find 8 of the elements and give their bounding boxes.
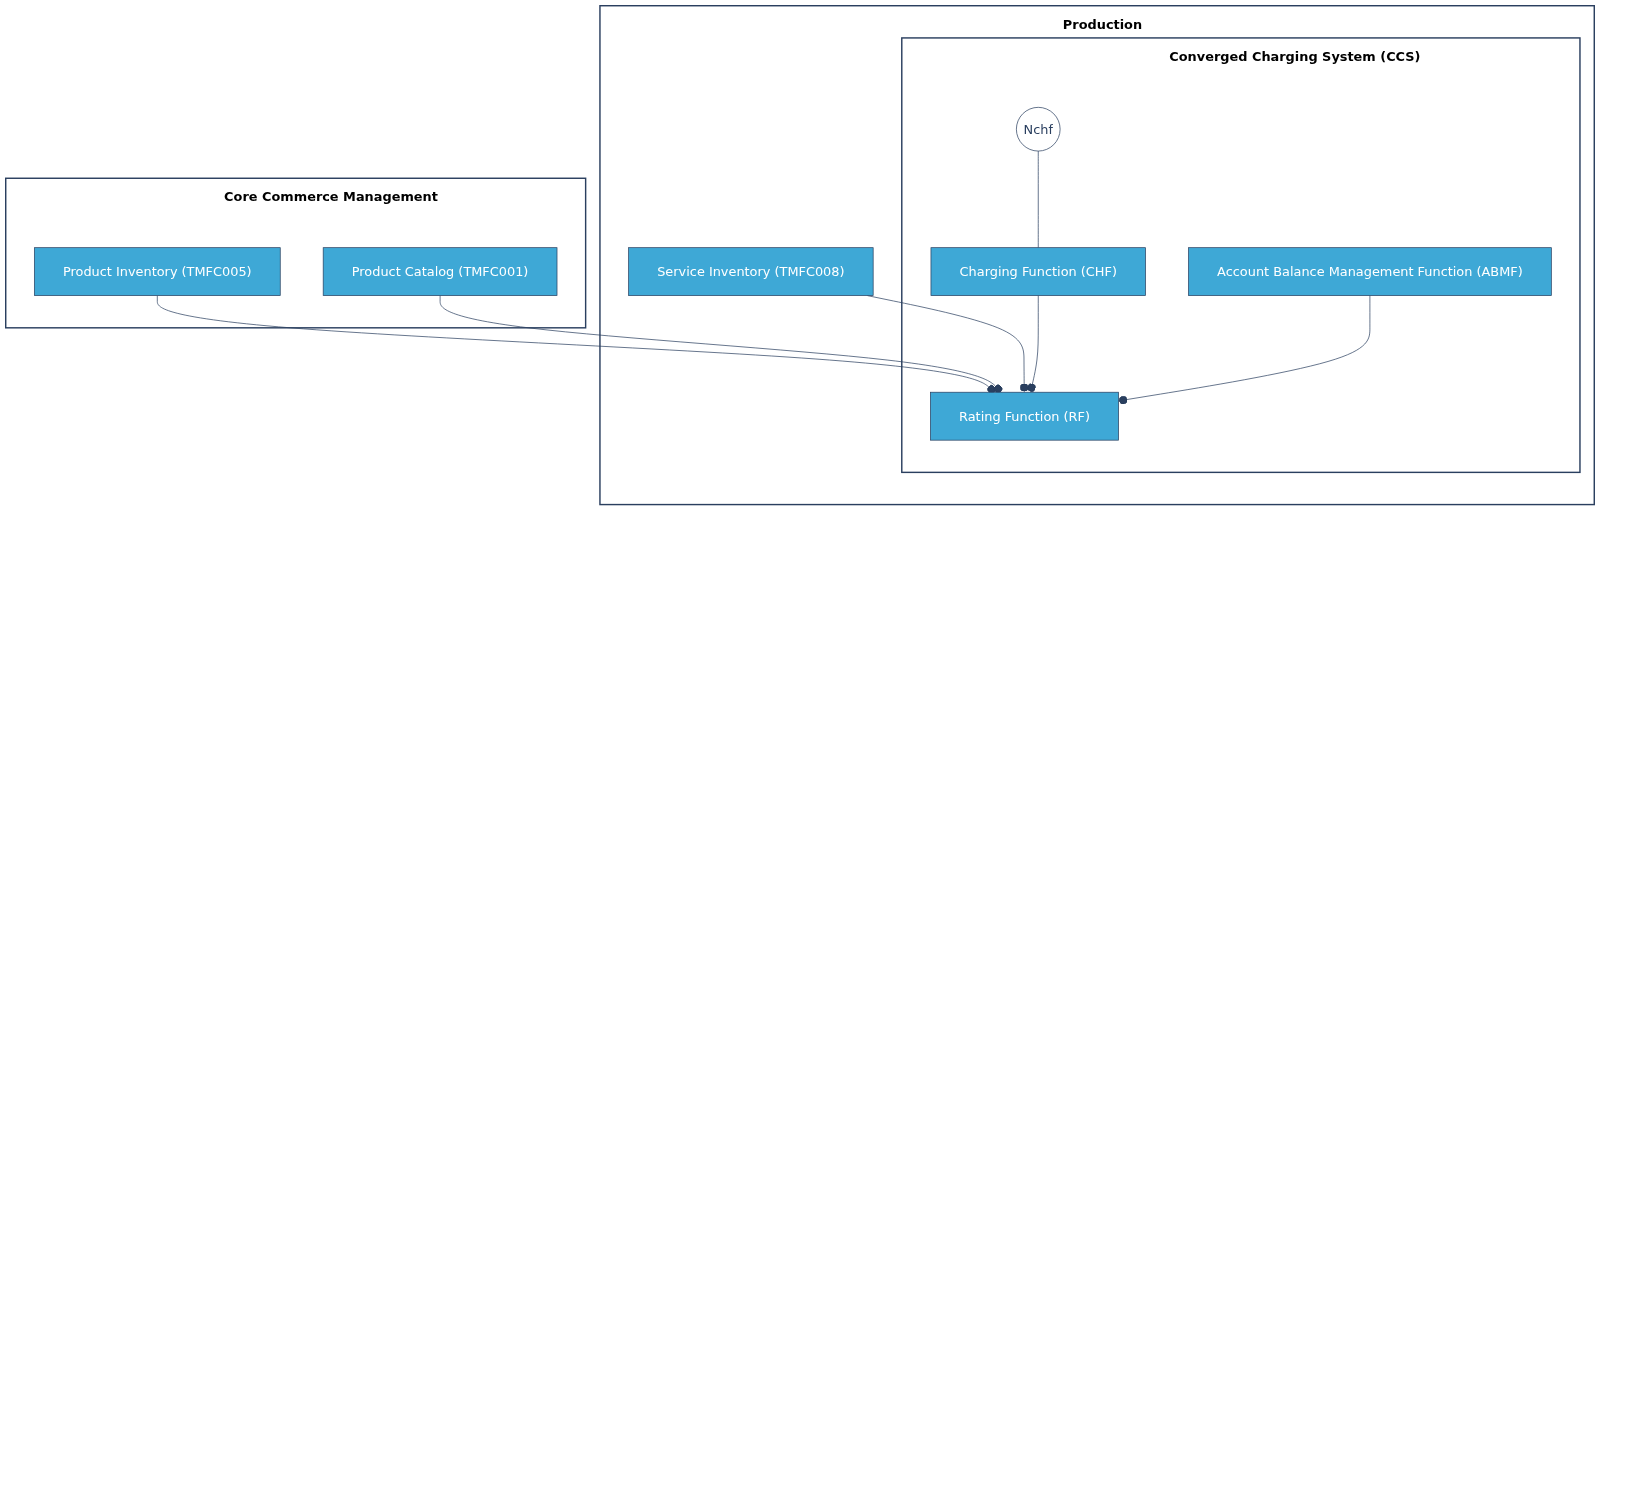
connector bbox=[1037, 150, 1039, 249]
node-box: Rating Function (RF) bbox=[930, 391, 1119, 441]
node-circle: Nchf bbox=[1016, 107, 1061, 152]
node-box: Product Catalog (TMFC001) bbox=[322, 247, 558, 296]
node-box: Account Balance Management Function (ABMF) bbox=[1188, 247, 1552, 296]
node-box: Product Inventory (TMFC005) bbox=[34, 247, 281, 296]
node-box: Service Inventory (TMFC008) bbox=[628, 247, 874, 296]
node-box: Charging Function (CHF) bbox=[930, 247, 1146, 296]
